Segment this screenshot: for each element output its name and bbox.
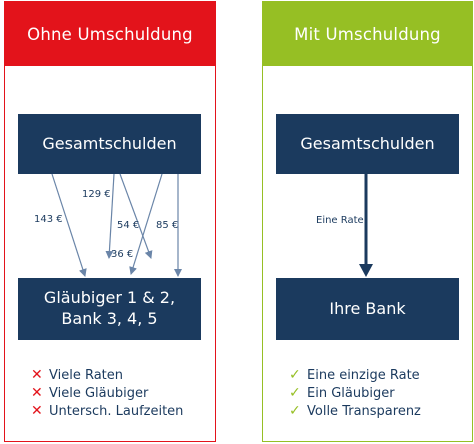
left-panel-header: Ohne Umschuldung	[5, 2, 215, 66]
right-bank-box: Ihre Bank	[276, 278, 459, 340]
flow-label-129: 129 €	[82, 189, 111, 200]
list-item: ✓ Volle Transparenz	[289, 402, 421, 420]
list-item: ✓ Eine einzige Rate	[289, 366, 421, 384]
flow-arrow-143	[51, 173, 87, 277]
cross-icon: ✕	[31, 385, 43, 401]
flow-label-54: 54 €	[117, 220, 140, 231]
left-total-debt-label: Gesamtschulden	[42, 133, 177, 153]
flow-label-eine-rate: Eine Rate	[316, 215, 364, 226]
right-total-debt-box: Gesamtschulden	[276, 114, 459, 174]
left-panel-title: Ohne Umschuldung	[27, 24, 193, 44]
list-item-label: Ein Gläubiger	[307, 385, 395, 401]
right-flow-arrows	[359, 174, 373, 277]
left-panel-ohne-umschuldung: Ohne Umschuldung Gesamtschulden 143 € 12…	[4, 1, 216, 442]
list-item-label: Viele Gläubiger	[49, 385, 149, 401]
flow-arrow-129	[105, 173, 115, 259]
flow-label-36: 36 €	[111, 249, 134, 260]
right-total-debt-label: Gesamtschulden	[300, 133, 435, 153]
right-panel-title: Mit Umschuldung	[294, 24, 441, 44]
list-item: ✓ Ein Gläubiger	[289, 384, 421, 402]
list-item-label: Volle Transparenz	[307, 403, 421, 419]
list-item: ✕ Untersch. Laufzeiten	[31, 402, 183, 420]
cross-icon: ✕	[31, 403, 43, 419]
left-total-debt-box: Gesamtschulden	[18, 114, 201, 174]
checkmark-icon: ✓	[289, 367, 301, 383]
list-item-label: Untersch. Laufzeiten	[49, 403, 184, 419]
left-creditors-box: Gläubiger 1 & 2, Bank 3, 4, 5	[18, 278, 201, 340]
left-creditors-label-line1: Gläubiger 1 & 2,	[43, 288, 176, 308]
checkmark-icon: ✓	[289, 403, 301, 419]
list-item: ✕ Viele Raten	[31, 366, 183, 384]
cross-icon: ✕	[31, 367, 43, 383]
left-flow-arrows	[51, 173, 182, 277]
flow-label-85: 85 €	[156, 220, 179, 231]
right-panel-mit-umschuldung: Mit Umschuldung Gesamtschulden Eine Rate…	[262, 1, 473, 442]
checkmark-icon: ✓	[289, 385, 301, 401]
list-item-label: Viele Raten	[49, 367, 124, 383]
flow-arrow-36	[129, 173, 163, 275]
right-panel-header: Mit Umschuldung	[263, 2, 472, 66]
right-bank-label: Ihre Bank	[329, 298, 406, 318]
single-rate-arrowhead	[359, 264, 373, 277]
left-creditors-label-line2: Bank 3, 4, 5	[61, 309, 158, 328]
flow-arrow-54	[119, 173, 153, 259]
left-drawbacks-list: ✕ Viele Raten ✕ Viele Gläubiger ✕ Unters…	[31, 366, 183, 420]
right-benefits-list: ✓ Eine einzige Rate ✓ Ein Gläubiger ✓ Vo…	[289, 366, 421, 420]
list-item-label: Eine einzige Rate	[307, 367, 420, 383]
flow-label-143: 143 €	[34, 214, 63, 225]
list-item: ✕ Viele Gläubiger	[31, 384, 183, 402]
